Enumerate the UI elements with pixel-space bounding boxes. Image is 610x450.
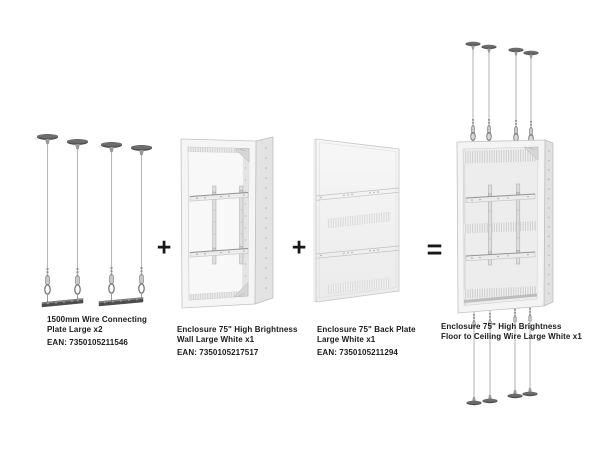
- label-line: Floor to Ceiling Wire Large White x1: [441, 332, 582, 341]
- label-line: Enclosure 75" High Brightness: [441, 322, 562, 331]
- label-line: 1500mm Wire Connecting: [47, 315, 147, 324]
- label-ean: EAN: 7350105211546: [47, 338, 128, 347]
- vesa-bracket: [465, 183, 536, 266]
- plus-operator-2: +: [291, 233, 307, 262]
- ceiling-wires: [465, 41, 539, 143]
- hanging-wire: [131, 145, 152, 300]
- label-ean: EAN: 7350105217517: [177, 348, 259, 357]
- equals-operator: =: [426, 234, 443, 265]
- connecting-plate-bar: [41, 298, 84, 308]
- hanging-wire: [67, 139, 88, 301]
- vent-grille: [327, 211, 391, 229]
- wire-connecting-plate-illustration: [37, 134, 152, 308]
- product-back-plate-label: Enclosure 75" Back Plate Large White x1 …: [317, 325, 416, 358]
- connecting-plate-bar: [98, 297, 144, 307]
- label-line: Wall Large White x1: [177, 335, 255, 344]
- hanging-wire: [507, 297, 523, 399]
- product-wall-label: Enclosure 75" High Brightness Wall Large…: [177, 325, 298, 358]
- plus-operator-1: +: [156, 233, 172, 262]
- label-line: Enclosure 75" High Brightness: [177, 325, 298, 334]
- product-wires-label: 1500mm Wire Connecting Plate Large x2 EA…: [47, 315, 147, 348]
- hanging-wire: [522, 297, 538, 397]
- hanging-wire: [37, 134, 58, 303]
- enclosure-wall-illustration: [180, 136, 274, 309]
- label-ean: EAN: 7350105211294: [317, 348, 398, 357]
- label-line: Enclosure 75" Back Plate: [317, 325, 416, 334]
- hanging-wire: [101, 142, 122, 302]
- label-line: Plate Large x2: [47, 325, 103, 334]
- hanging-wire: [482, 300, 498, 404]
- vent-grille: [327, 277, 391, 295]
- back-plate-panel: [313, 138, 400, 303]
- product-assembled-label: Enclosure 75" High Brightness Floor to C…: [441, 322, 582, 342]
- vesa-bracket: [189, 185, 249, 265]
- hanging-wire: [465, 41, 481, 143]
- enclosure-box: [456, 139, 554, 314]
- assembled-enclosure-illustration: [456, 41, 554, 406]
- vent-grille: [464, 149, 537, 164]
- hanging-wire: [466, 300, 482, 406]
- label-line: Large White x1: [317, 335, 376, 344]
- enclosure-frame: [180, 136, 274, 309]
- hanging-wire: [481, 44, 497, 143]
- floor-wires: [466, 297, 538, 406]
- back-plate-illustration: [313, 138, 400, 303]
- hanging-wire: [508, 47, 524, 142]
- hanging-wire: [523, 50, 539, 143]
